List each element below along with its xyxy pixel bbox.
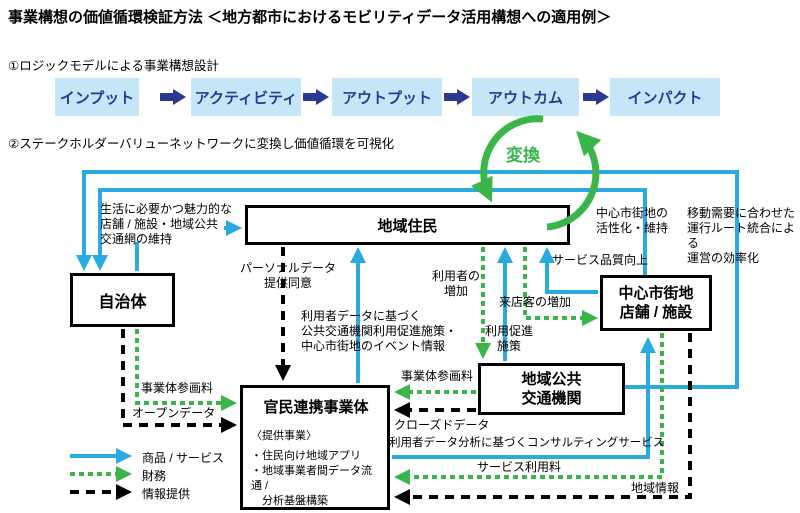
flow-goods-stores-to-residents: [539, 247, 598, 294]
legend-goods-label: 商品 / サービス: [142, 451, 225, 465]
logic-arrow-icon: [583, 89, 609, 110]
section2-label: ②ステークホルダーバリューネットワークに変換し価値循環を可視化: [8, 137, 395, 151]
logic-stage-activity: アクティビティ: [191, 78, 301, 116]
flow-info-stores-to-entity: [394, 333, 692, 505]
label-attract: 生活に必要かつ魅力的な 店舗 / 施設・地域公共 交通網の維持: [100, 202, 233, 246]
box-residents: 地域住民: [245, 205, 570, 245]
legend-info-label: 情報提供: [142, 487, 191, 501]
label-consulting-service: 利用者データ分析に基づくコンサルティングサービス: [389, 437, 665, 449]
flow-finance-stores-to-entity: [394, 333, 664, 485]
logic-stage-output: アウトプット: [332, 78, 442, 116]
flow-goods-transit-to-municipality-outer-loop: [76, 170, 739, 389]
flow-goods-entity-consulting-to-stores: [392, 337, 656, 459]
label-visitors-increase: 来店客の増加: [499, 295, 572, 309]
logic-arrow-icon: [444, 89, 470, 110]
legend-finance-label: 財務: [142, 469, 167, 483]
flow-finance-residents-to-stores: [523, 247, 598, 326]
label-participation-fee-right: 事業体参画料: [401, 369, 474, 383]
flow-finance-municipality-to-entity: [135, 329, 237, 411]
box-stores: 中心市街地 店舗 / 施設: [600, 275, 712, 331]
entity-item: ・地域事業者間データ流通 /: [251, 465, 372, 492]
box-municipality: 自治体: [70, 273, 175, 327]
label-service-fee: サービス利用料: [477, 460, 562, 474]
label-local-info: 地域情報: [631, 481, 680, 495]
page-title: 事業構想の価値循環検証方法 ＜地方都市におけるモビリティデータ活用構想への適用例…: [8, 9, 612, 26]
label-participation-fee-left: 事業体参画料: [141, 381, 214, 395]
section1-label: ①ロジックモデルによる事業構想設計: [8, 59, 219, 73]
label-promotion-measures: 利用促進 施策: [484, 324, 533, 353]
box-transit: 地域公共 交通機関: [478, 363, 625, 415]
label-user-increase: 利用者の 増加: [432, 269, 481, 298]
flow-goods-stores-to-municipality-inner-loop: [92, 188, 647, 277]
entity-item: ・住民向け地域アプリ: [251, 450, 361, 462]
logic-arrow-icon: [303, 89, 329, 110]
box-public-private-entity: 官民連携事業体 〈提供事業〉 ・住民向け地域アプリ ・地域事業者間データ流通 /…: [240, 385, 390, 510]
entity-title: 官民連携事業体: [263, 399, 369, 416]
label-route-efficiency: 移動需要に合わせた 運行ルート統合による 運営の効率化: [687, 206, 796, 265]
label-open-data: オープンデータ: [132, 406, 216, 420]
label-city-revitalization: 中心市街地の 活性化・維持: [596, 206, 669, 235]
label-user-data-policy: 利用者データに基づく 公共交通機関利用促進施策・ 中心市街地のイベント情報: [301, 309, 458, 353]
label-closed-data: クローズドデータ: [394, 418, 490, 432]
logic-stage-input: インプット: [55, 78, 139, 116]
logic-arrow-icon: [160, 89, 186, 110]
flow-info-municipality-to-entity: [121, 329, 237, 433]
entity-subtitle: 〈提供事業〉: [251, 430, 317, 442]
transform-label: 変換: [506, 146, 540, 165]
label-service-quality: サービス品質向上: [552, 253, 649, 267]
logic-stage-impact: インパクト: [610, 78, 720, 116]
entity-item: 分析基盤構築: [251, 495, 328, 507]
label-personal-data: パーソナルデータ 提供同意: [240, 261, 337, 290]
logic-stage-outcome: アウトカム: [472, 78, 579, 116]
